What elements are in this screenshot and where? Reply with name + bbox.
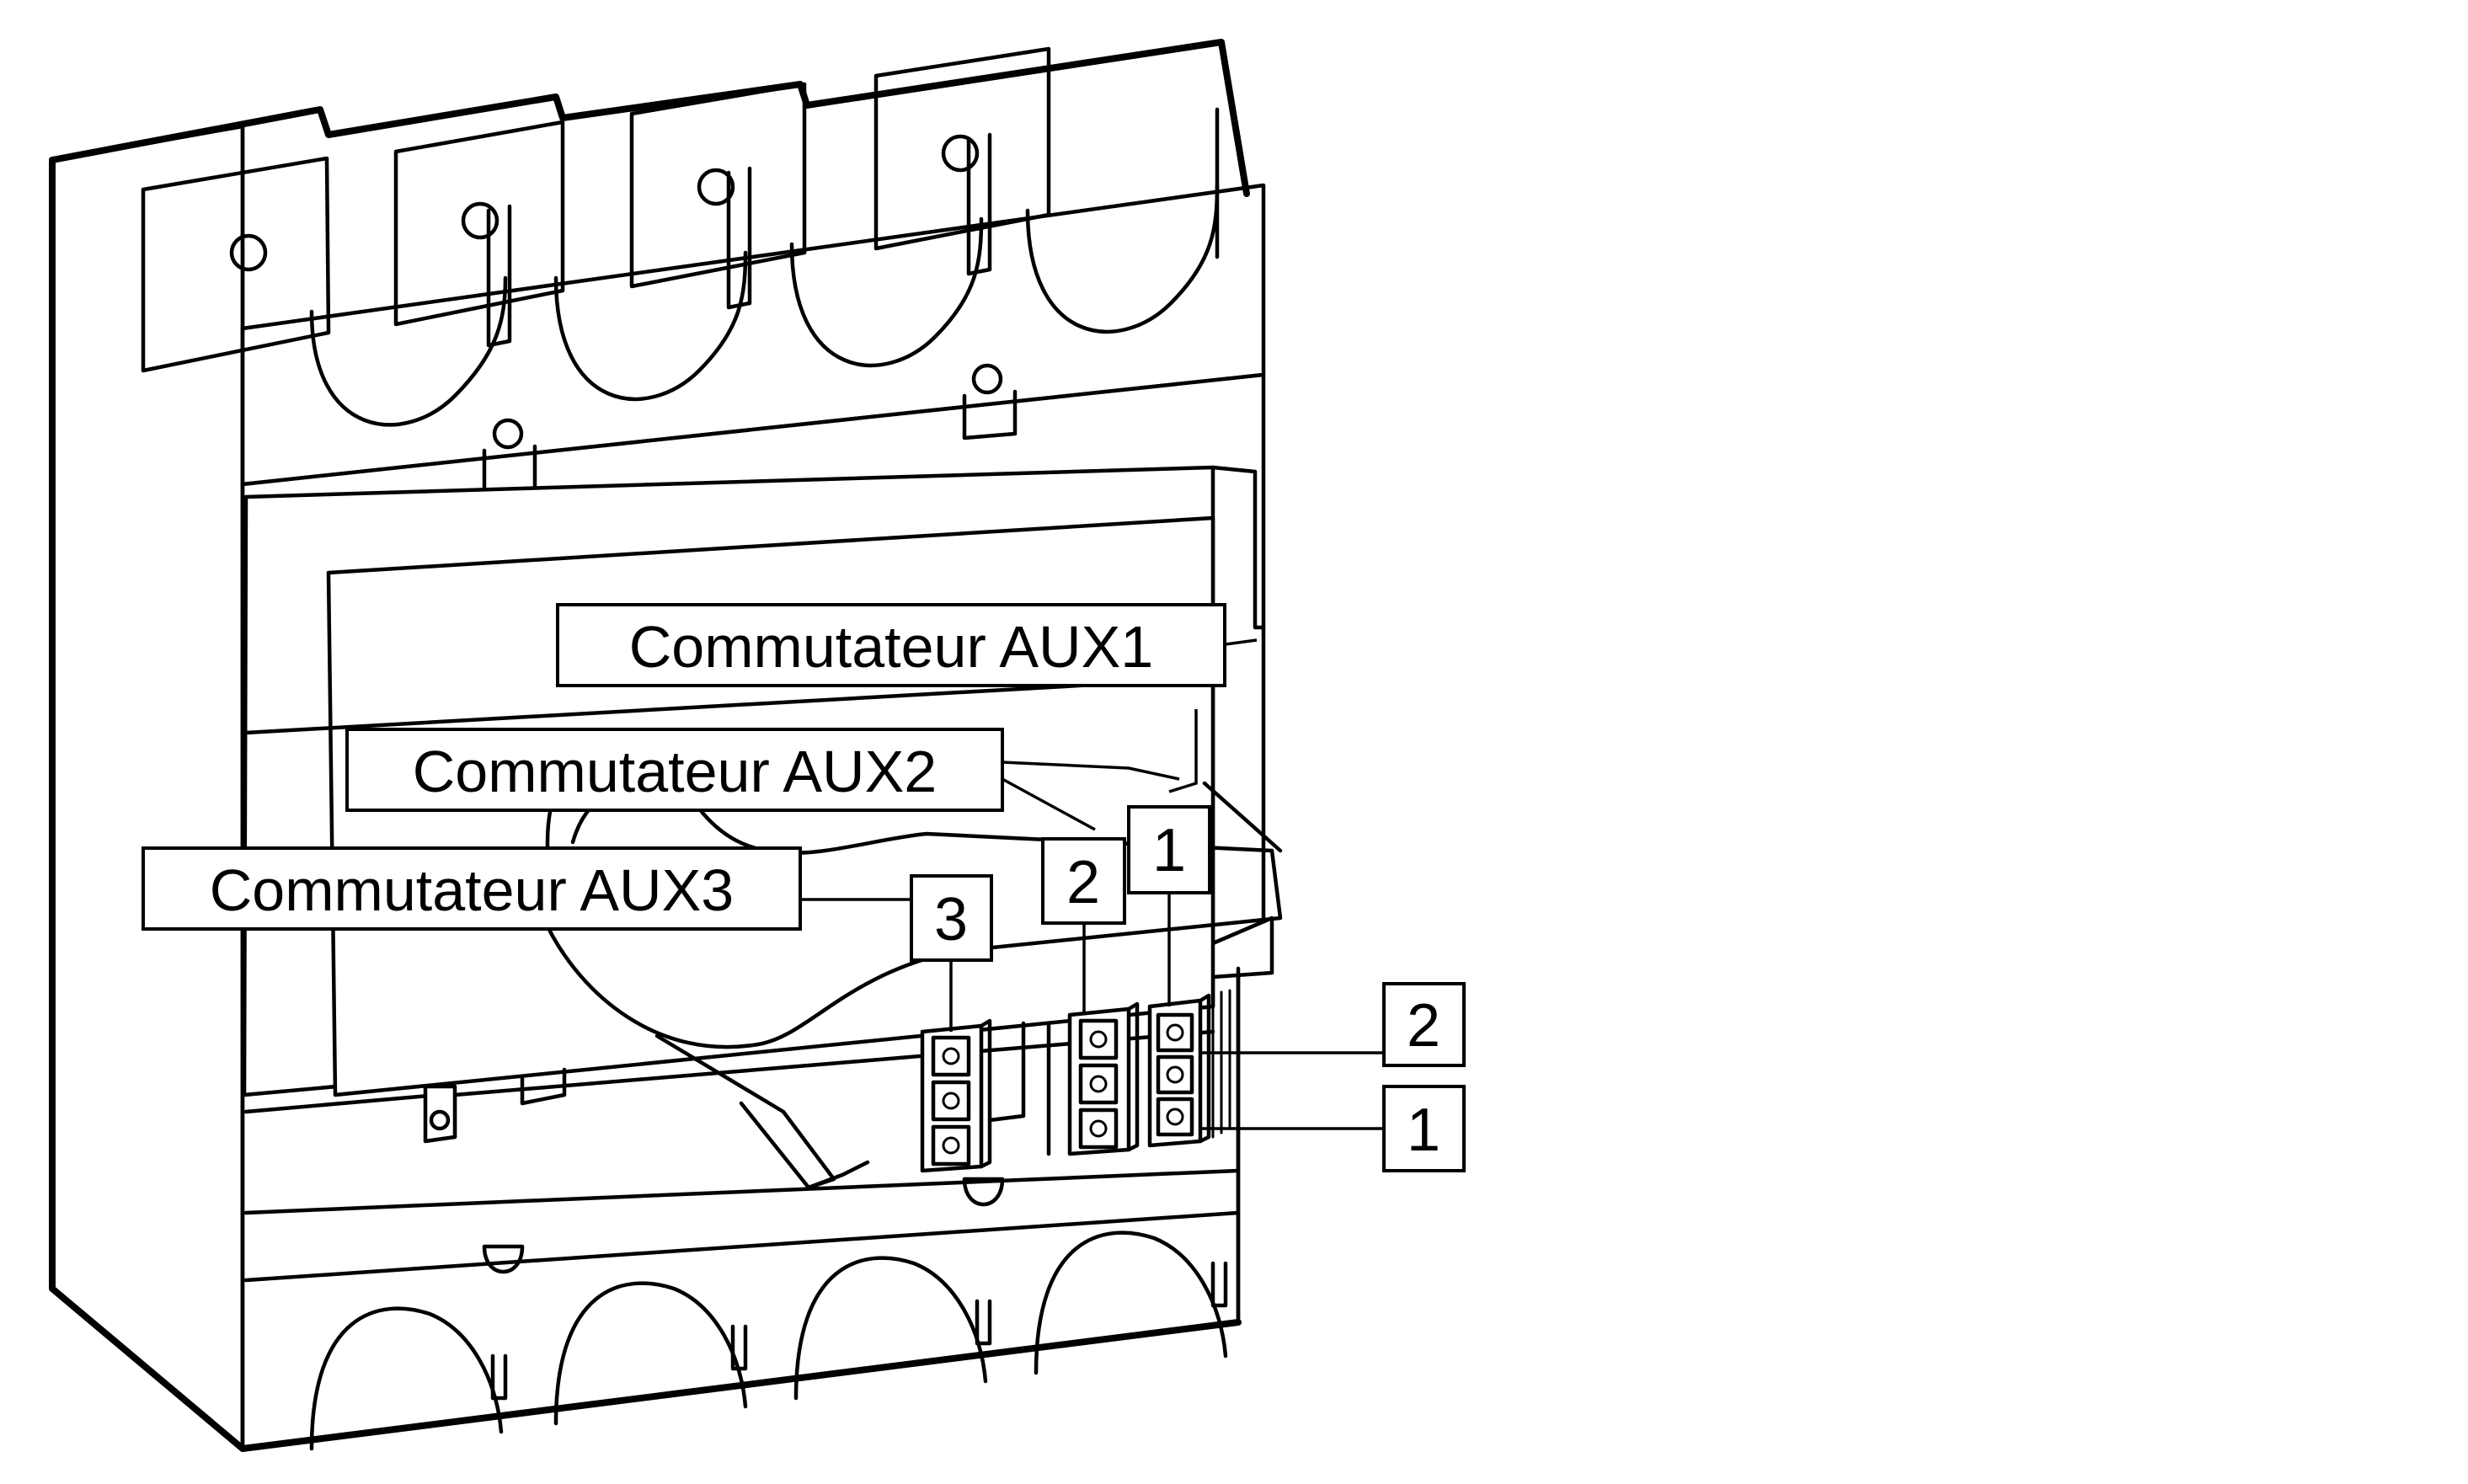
callout-aux1: Commutateur AUX1	[556, 603, 1226, 687]
callout-aux3: Commutateur AUX3	[142, 846, 802, 931]
terminal-label-1: 1	[1382, 1085, 1466, 1172]
slot-label-3-text: 3	[934, 886, 968, 953]
callout-aux1-text: Commutateur AUX1	[629, 614, 1153, 680]
callout-aux3-text: Commutateur AUX3	[210, 857, 734, 923]
callout-aux2-text: Commutateur AUX2	[413, 739, 937, 804]
terminal-label-1-text: 1	[1407, 1097, 1440, 1164]
slot-label-1: 1	[1127, 805, 1211, 894]
bottom-section	[239, 966, 1242, 1452]
aux1-switch-block	[1147, 989, 1231, 1148]
callout-aux2: Commutateur AUX2	[345, 728, 1004, 812]
leader-lines	[800, 638, 1384, 1130]
slot-label-2-text: 2	[1066, 849, 1100, 916]
top-terminal-cavities	[141, 46, 1220, 495]
slot-label-1-text: 1	[1152, 817, 1186, 884]
terminal-label-2-text: 2	[1407, 992, 1440, 1060]
terminal-label-2: 2	[1382, 982, 1466, 1067]
aux2-switch-block	[1046, 1001, 1140, 1156]
slot-label-2: 2	[1041, 837, 1126, 925]
slot-label-3: 3	[910, 874, 993, 962]
aux3-switch-block	[920, 1018, 1026, 1173]
auxiliary-switches	[920, 989, 1231, 1173]
